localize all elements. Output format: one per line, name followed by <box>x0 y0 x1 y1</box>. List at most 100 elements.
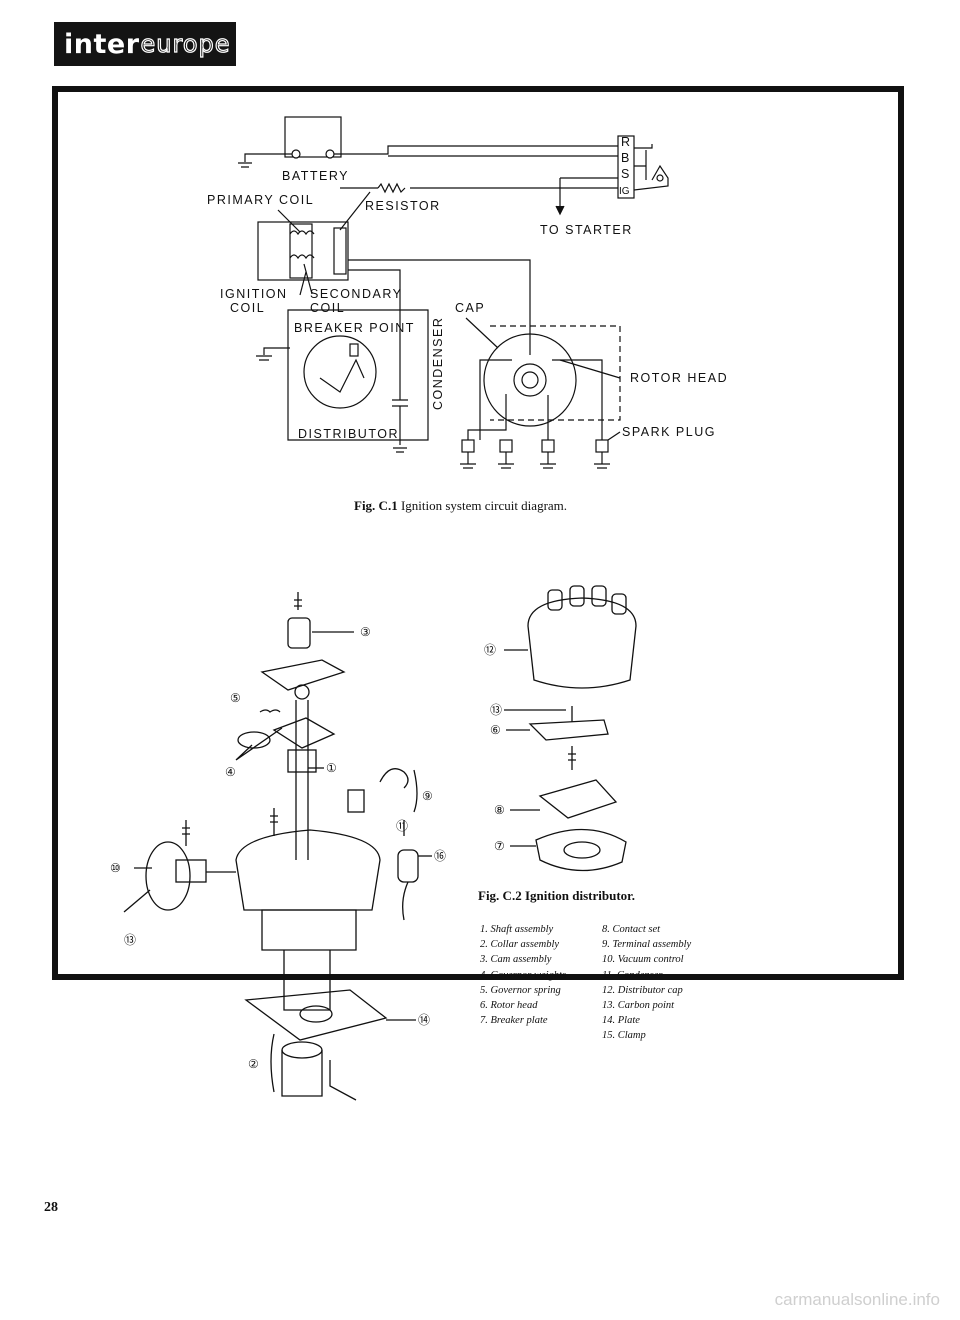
condenser-body <box>397 849 419 883</box>
ignition-switch <box>617 135 635 199</box>
callout-1: ① <box>326 761 337 775</box>
plug-wire-1 <box>467 394 507 440</box>
to-starter-arrow <box>555 205 565 216</box>
brand-logo-outline: europe <box>140 29 231 58</box>
breaker-ground-symbol <box>256 355 272 361</box>
legend-item: 7. Breaker plate <box>480 1015 548 1027</box>
battery-label: BATTERY <box>282 169 349 183</box>
collar-body <box>281 1050 323 1097</box>
resistor-label: RESISTOR <box>365 199 441 213</box>
secondary-coil-leader <box>303 263 313 295</box>
coil-label: COIL <box>230 301 265 315</box>
spark-plug-3 <box>540 439 556 469</box>
collar-top <box>281 1041 323 1059</box>
callout-11: ⑪ <box>396 819 408 833</box>
watermark: carmanualsonline.info <box>774 1290 940 1309</box>
breaker-plate-drawing <box>535 828 627 872</box>
callout-3: ③ <box>360 625 371 639</box>
cap-outline <box>490 325 621 421</box>
callout-13b: ⑬ <box>490 703 502 717</box>
distributor-housing-body <box>235 829 381 911</box>
legend-item: 10. Vacuum control <box>602 954 684 966</box>
clamp-screw <box>329 1060 357 1101</box>
callout-5: ⑤ <box>230 691 241 705</box>
battery-symbol <box>284 116 342 158</box>
switch-label-s: S <box>621 167 631 181</box>
callout-10: ⑩ <box>110 861 121 875</box>
cam-plate <box>260 659 346 691</box>
secondary-label: SECONDARY <box>310 287 402 301</box>
vacuum-screw <box>123 889 151 913</box>
distributor-housing <box>287 309 429 441</box>
terminal-bracket-9 <box>413 769 418 813</box>
cam-collar <box>287 749 317 773</box>
condenser-label: CONDENSER <box>431 317 445 410</box>
switch-link-wire <box>634 144 653 180</box>
terminal-wire <box>379 768 409 789</box>
spark-plug-leader <box>607 431 621 441</box>
callout-12: ⑫ <box>484 643 496 657</box>
screw-center <box>270 808 278 836</box>
coil-core <box>289 223 313 279</box>
switch-contact-lever <box>633 164 669 191</box>
coil-to-breaker-wire <box>348 269 401 310</box>
legend-item: 1. Shaft assembly <box>480 924 554 935</box>
spark-plug-1 <box>460 439 476 469</box>
battery-ground-symbol <box>238 162 252 168</box>
legend-left: 1. Shaft assembly 2. Collar assembly 3. … <box>480 922 566 1028</box>
callout-7: ⑦ <box>494 839 505 853</box>
cam-assembly <box>287 617 311 649</box>
primary-coil-label: PRIMARY COIL <box>207 193 314 207</box>
spark-plug-4 <box>594 439 610 469</box>
battery-ground-wire <box>244 153 292 162</box>
fig1-caption-number: Fig. C.1 <box>354 498 398 513</box>
callout-9: ⑨ <box>422 789 433 803</box>
switch-label-b: B <box>621 151 631 165</box>
legend-item: 3. Cam assembly <box>480 954 552 966</box>
fig1-caption-text: Ignition system circuit diagram. <box>400 498 568 513</box>
rotor-center <box>521 371 539 389</box>
breaker-cam <box>303 335 377 409</box>
fig2-caption: Fig. C.2 Ignition distributor. <box>478 888 635 904</box>
condenser-wire <box>392 310 408 445</box>
terminal-body <box>347 789 365 813</box>
collar-ring <box>294 684 310 700</box>
fig2-caption-text: Ignition distributor. <box>524 888 636 903</box>
rotor-head-label: ROTOR HEAD <box>630 371 728 385</box>
vacuum-link-block <box>175 859 207 883</box>
legend-right: 8. Contact set 9. Terminal assembly 10. … <box>602 922 691 1044</box>
cap-leader <box>465 317 499 349</box>
governor-leader <box>235 727 283 761</box>
fig1-caption: Fig. C.1 Ignition system circuit diagram… <box>354 498 567 514</box>
rotor-head <box>513 363 547 397</box>
screw-left <box>182 820 190 846</box>
distributor-cap-drawing <box>527 597 637 689</box>
callout-14: ⑭ <box>418 1013 430 1027</box>
legend-item: 14. Plate <box>602 1015 640 1027</box>
exploded-distributor-drawing <box>123 585 637 1101</box>
legend-item: 11. Condenser <box>602 969 663 981</box>
legend-item: 13. Carbon point <box>602 1000 675 1012</box>
mount-plate-hole <box>299 1005 333 1023</box>
condenser-lead <box>402 881 409 921</box>
shaft-assembly <box>295 700 309 860</box>
mount-plate <box>244 989 388 1041</box>
figure-frame <box>52 86 904 980</box>
contact-set-drawing <box>538 779 618 819</box>
breaker-arm <box>319 358 365 393</box>
battery-terminal-left <box>291 149 301 159</box>
callout-13: ⑬ <box>124 933 136 947</box>
distributor-label: DISTRIBUTOR <box>298 427 399 441</box>
governor-plate <box>272 717 336 749</box>
spark-plug-2 <box>498 439 514 469</box>
ignition-coil-leader <box>299 271 307 296</box>
legend-item: 5. Governor spring <box>480 984 561 996</box>
secondary-coil-label: COIL <box>310 301 345 315</box>
battery-terminal-right <box>325 149 335 159</box>
to-starter-wire <box>559 177 618 212</box>
callout-6: ⑥ <box>490 723 501 737</box>
breaker-contact <box>349 343 359 357</box>
breaker-point-label: BREAKER POINT <box>294 321 415 335</box>
callout-bracket-2 <box>270 1033 275 1093</box>
